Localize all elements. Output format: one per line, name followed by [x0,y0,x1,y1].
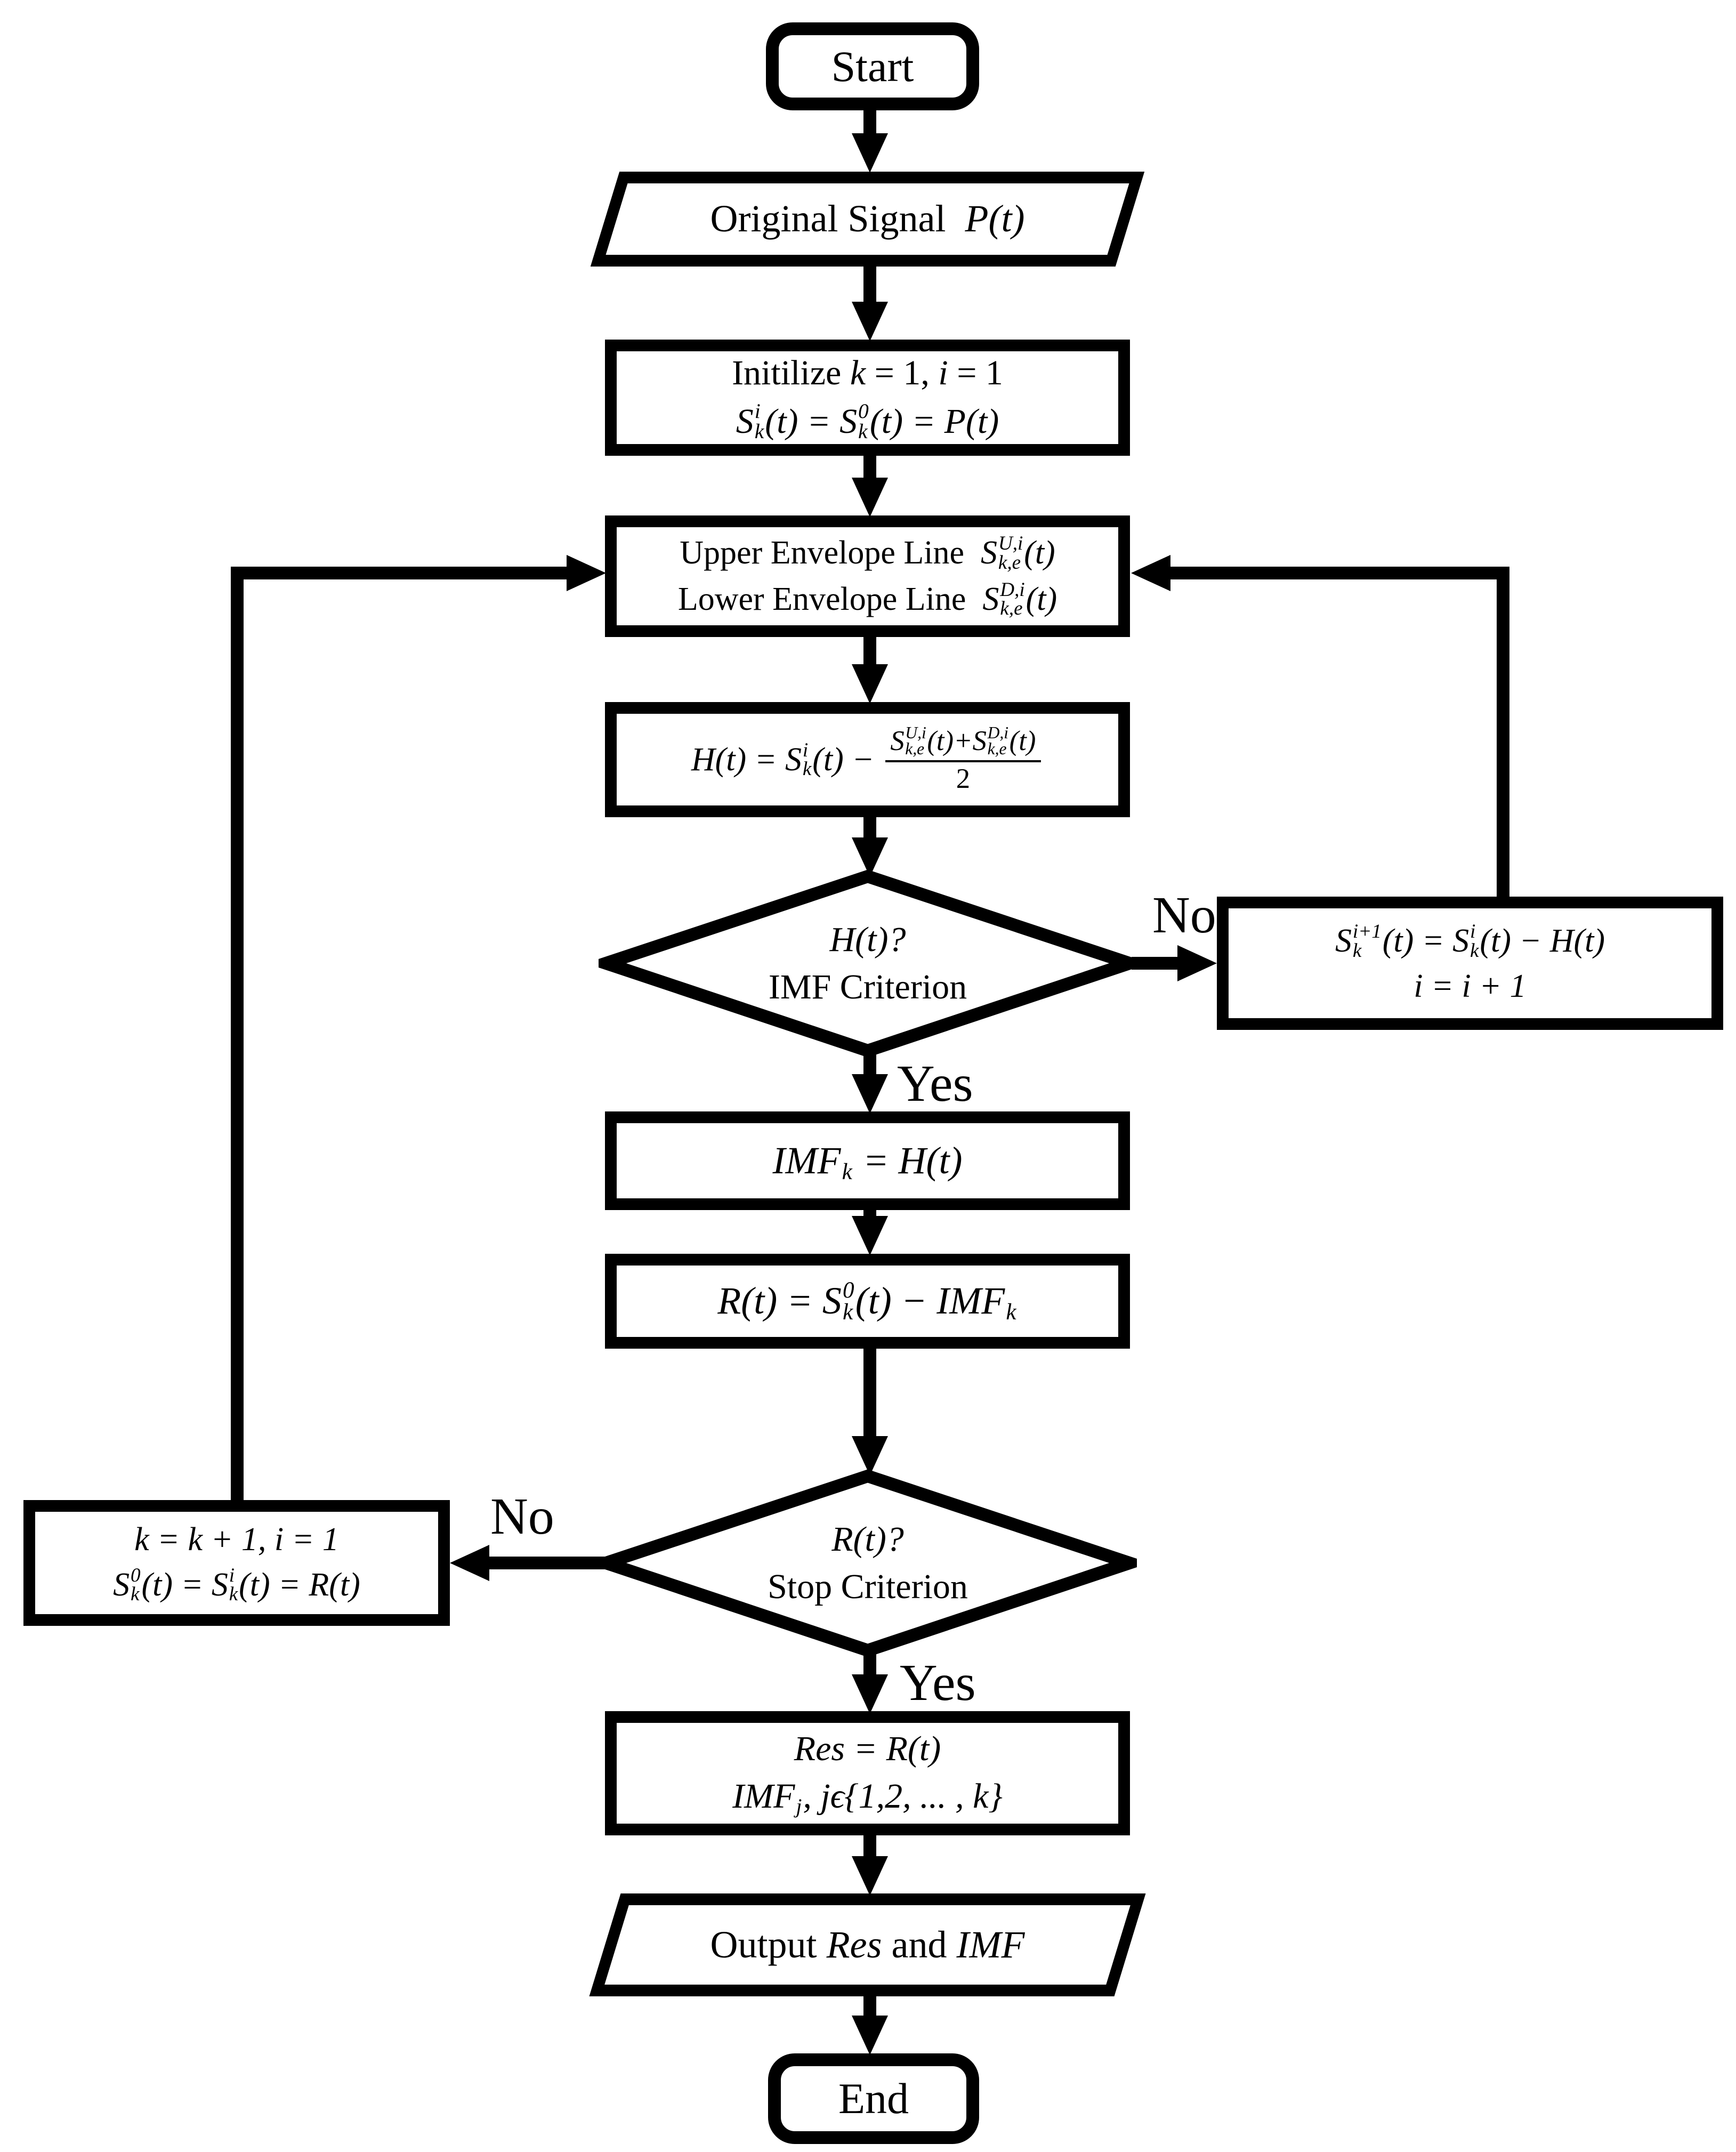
imf-assign-process: IMF k = H(t) [605,1111,1130,1210]
stop-criterion-diamond [599,1469,1137,1657]
connector-increment-loop-horizontal [231,567,569,579]
stop-criterion-line1: R(t)? [831,1519,904,1559]
end-label: End [838,2074,909,2123]
connector-stopcheck-increment [482,1557,608,1569]
imf-criterion-label: H(t)? IMF Criterion [599,881,1137,1046]
arrowhead-imfcheck-imfassign [852,1074,888,1114]
imf-yes-label: Yes [897,1055,973,1113]
original-signal-parallelogram: Original Signal P(t) [590,172,1145,267]
connector-subtract-loop-vertical [1497,567,1509,897]
arrowhead-stopcheck-result [852,1674,888,1714]
arrowhead-init-envelope [852,478,888,517]
arrowhead-envelope-sift [852,664,888,704]
arrowhead-output-end [852,2016,888,2055]
start-label: Start [831,42,914,91]
arrowhead-subtract-envelope [1131,555,1170,591]
arrowhead-increment-envelope [567,555,606,591]
stop-no-label: No [490,1488,554,1545]
stop-criterion-label: R(t)? Stop Criterion [599,1480,1137,1646]
imf-criterion-line2: IMF Criterion [768,968,967,1006]
result-process: Res = R(t) IMF j, jϵ{1,2, ... , k} [605,1711,1130,1835]
arrowhead-stopcheck-increment [450,1545,489,1581]
result-line2: IMF j, jϵ{1,2, ... , k} [732,1777,1003,1818]
arrowhead-imfcheck-subtract [1177,945,1217,981]
output-text: Output Res and IMF [710,1923,1025,1966]
arrowhead-sift-imfcheck [852,837,888,877]
arrowhead-original-init [852,302,888,341]
result-line1: Res = R(t) [794,1729,941,1769]
imf-criterion-diamond [599,869,1137,1058]
arrowhead-result-output [852,1856,888,1896]
arrowhead-imfassign-residual [852,1216,888,1255]
original-signal-text: Original Signal P(t) [710,197,1025,240]
imf-no-label: No [1152,886,1216,944]
increment-line1: k = k + 1, i = 1 [134,1521,339,1558]
arrowhead-start-original [852,133,888,173]
connector-residual-stopcheck [863,1347,876,1443]
subtract-line2: i = i + 1 [1414,968,1527,1004]
start-terminal: Start [766,22,979,110]
stop-criterion-line2: Stop Criterion [768,1567,968,1606]
imf-assign-formula: IMF k = H(t) [772,1139,963,1184]
stop-yes-label: Yes [900,1654,976,1712]
connector-increment-loop-vertical [231,567,244,1502]
arrowhead-residual-stopcheck [852,1436,888,1476]
output-parallelogram: Output Res and IMF [589,1893,1146,1996]
connector-subtract-loop-horizontal [1162,567,1509,579]
end-terminal: End [768,2053,979,2144]
initialize-line1: Initilize k = 1, i = 1 [732,353,1003,392]
imf-criterion-line1: H(t)? [829,920,906,959]
